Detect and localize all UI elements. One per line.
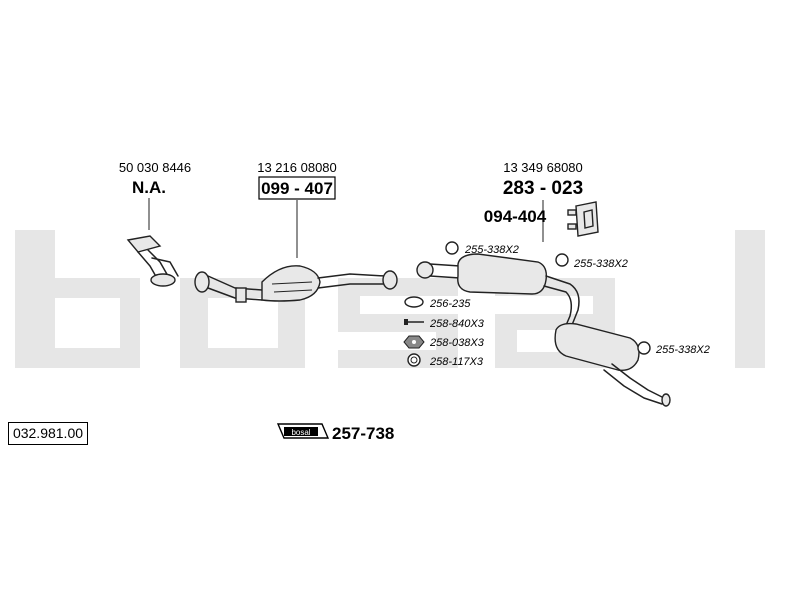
gasket: 256-235 bbox=[404, 296, 471, 310]
silencer-part bbox=[416, 253, 671, 407]
kit-logo-text: bosal bbox=[291, 428, 310, 437]
spring-icon bbox=[407, 353, 421, 367]
clamp-icon bbox=[637, 341, 651, 355]
clamp-icon bbox=[445, 241, 459, 255]
catalytic-converter-group: 13 216 08080 099 - 407 bbox=[194, 160, 398, 303]
catalytic-converter-part bbox=[194, 265, 398, 303]
clamp-front: 255-338X2 bbox=[445, 241, 519, 256]
reference-number-box: 032.981.00 bbox=[8, 422, 88, 445]
clamp-mid-label: 255-338X2 bbox=[573, 258, 628, 270]
front-pipe-group: 50 030 8446 N.A. bbox=[119, 160, 191, 287]
bosal-watermark bbox=[15, 230, 765, 368]
front-pipe-oe-number: 50 030 8446 bbox=[119, 160, 191, 175]
clamp-icon bbox=[555, 253, 569, 267]
clamp-rear-label: 255-338X2 bbox=[655, 344, 710, 356]
bolt-label: 258-840X3 bbox=[429, 318, 485, 330]
cat-part-number-box bbox=[258, 176, 336, 200]
clamp-mid: 255-338X2 bbox=[555, 253, 628, 270]
silencer-group: 13 349 68080 283 - 023 094-404 bbox=[416, 160, 671, 407]
mounting-bracket-part bbox=[567, 201, 599, 237]
nut: 258-038X3 bbox=[403, 335, 485, 349]
nut-label: 258-038X3 bbox=[429, 337, 485, 349]
spring: 258-117X3 bbox=[407, 353, 484, 368]
mounting-kit: bosal 257-738 bbox=[276, 423, 394, 443]
spring-label: 258-117X3 bbox=[429, 356, 484, 368]
front-pipe-part bbox=[126, 235, 179, 287]
cat-oe-number: 13 216 08080 bbox=[257, 160, 337, 175]
front-pipe-part-number: N.A. bbox=[132, 178, 166, 197]
mounting-part-number: 094-404 bbox=[484, 207, 547, 226]
silencer-part-number: 283 - 023 bbox=[503, 178, 583, 199]
clamp-front-label: 255-338X2 bbox=[464, 244, 519, 256]
cat-part-number: 099 - 407 bbox=[261, 179, 333, 198]
bolt: 258-840X3 bbox=[404, 318, 485, 330]
kit-part-number: 257-738 bbox=[332, 424, 394, 443]
clamp-rear: 255-338X2 bbox=[637, 341, 710, 356]
gasket-label: 256-235 bbox=[429, 298, 471, 310]
silencer-oe-number: 13 349 68080 bbox=[503, 160, 583, 175]
gasket-icon bbox=[404, 296, 424, 308]
